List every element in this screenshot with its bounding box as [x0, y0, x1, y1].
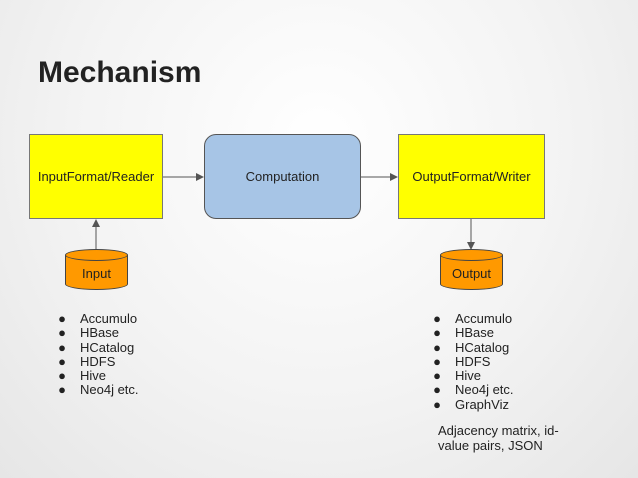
slide-title: Mechanism	[38, 56, 202, 89]
input-format-reader-label: InputFormat/Reader	[37, 169, 155, 184]
input-label: Input	[82, 266, 111, 281]
output-cylinder-top	[440, 249, 503, 261]
list-item-text: Neo4j etc.	[455, 382, 514, 398]
bullet-icon: ●	[433, 311, 441, 326]
bullet-icon: ●	[433, 339, 441, 355]
list-item-text: Hive	[455, 368, 482, 384]
input-cylinder-top	[65, 249, 128, 261]
list-item-text: Neo4j etc.	[80, 382, 139, 398]
output-format-writer-box: OutputFormat/Writer	[398, 134, 545, 219]
output-format-note: Adjacency matrix, id-value pairs, JSON	[438, 423, 559, 453]
bullet-icon: ●	[433, 325, 441, 341]
bullet-icon: ●	[433, 368, 441, 384]
input-format-reader-box: InputFormat/Reader	[29, 134, 163, 219]
list-item: ● Accumulo	[431, 311, 514, 326]
list-item-text: HDFS	[80, 353, 116, 369]
list-item: ● Hive	[56, 368, 139, 384]
list-item-text: HCatalog	[455, 339, 510, 355]
list-item: ● HCatalog	[56, 339, 139, 355]
list-item: ● Accumulo	[56, 311, 139, 326]
bullet-icon: ●	[433, 396, 441, 412]
list-item-text: Accumulo	[80, 311, 138, 326]
bullet-icon: ●	[58, 311, 66, 326]
computation-label: Computation	[245, 169, 320, 184]
list-item-text: HBase	[80, 325, 120, 341]
list-item-text: Hive	[80, 368, 107, 384]
list-item: ● HDFS	[431, 353, 514, 369]
list-item: ● Hive	[431, 368, 514, 384]
output-targets-list: ● Accumulo ● HBase ● HCatalog ● HDFS ● Hive ●…	[431, 311, 514, 412]
bullet-icon: ●	[433, 382, 441, 398]
list-item: ● HBase	[56, 325, 139, 341]
list-item: ● GraphViz	[431, 396, 514, 412]
output-label: Output	[451, 266, 492, 281]
list-item-text: GraphViz	[455, 396, 509, 412]
bullet-icon: ●	[58, 368, 66, 384]
bullet-icon: ●	[58, 325, 66, 341]
output-format-writer-label: OutputFormat/Writer	[412, 169, 531, 184]
list-item: ● HBase	[431, 325, 514, 341]
list-item-text: HBase	[455, 325, 495, 341]
input-storage-cylinder: Input	[65, 249, 128, 296]
bullet-icon: ●	[433, 353, 441, 369]
computation-box: Computation	[204, 134, 361, 219]
output-storage-cylinder: Output	[440, 249, 503, 296]
list-item-text: Accumulo	[455, 311, 513, 326]
list-item: ● HDFS	[56, 353, 139, 369]
bullet-icon: ●	[58, 353, 66, 369]
list-item: ● Neo4j etc.	[431, 382, 514, 398]
bullet-icon: ●	[58, 339, 66, 355]
input-sources-list: ● Accumulo ● HBase ● HCatalog ● HDFS ● Hive ●…	[56, 311, 139, 398]
list-item-text: HDFS	[455, 353, 491, 369]
list-item: ● HCatalog	[431, 339, 514, 355]
list-item: ● Neo4j etc.	[56, 382, 139, 398]
bullet-icon: ●	[58, 382, 66, 398]
list-item-text: HCatalog	[80, 339, 135, 355]
